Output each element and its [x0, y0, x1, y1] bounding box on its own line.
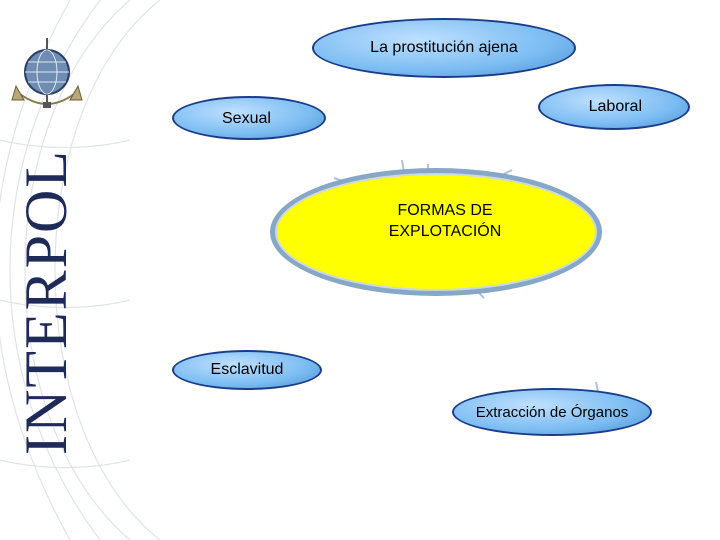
interpol-emblem-icon: [11, 38, 83, 108]
interpol-wordmark: INTERPOL: [13, 149, 79, 455]
node-laboral: Laboral: [538, 84, 690, 130]
node-sexual-label: Sexual: [222, 110, 271, 127]
node-sexual: Sexual: [172, 96, 326, 140]
center-node-label: FORMAS DE EXPLOTACIÓN: [370, 200, 520, 242]
node-prostitucion: La prostitución ajena: [312, 18, 576, 78]
node-organos-label: Extracción de Órganos: [475, 403, 629, 421]
node-esclavitud: Esclavitud: [172, 350, 322, 390]
node-prostitucion-label: La prostitución ajena: [370, 39, 518, 56]
center-node-ellipse: [270, 168, 602, 296]
node-esclavitud-label: Esclavitud: [210, 361, 284, 378]
center-line-2: EXPLOTACIÓN: [388, 223, 502, 240]
node-laboral-label: Laboral: [588, 98, 642, 115]
center-line-1: FORMAS DE: [397, 202, 493, 219]
node-organos: Extracción de Órganos: [452, 388, 652, 436]
